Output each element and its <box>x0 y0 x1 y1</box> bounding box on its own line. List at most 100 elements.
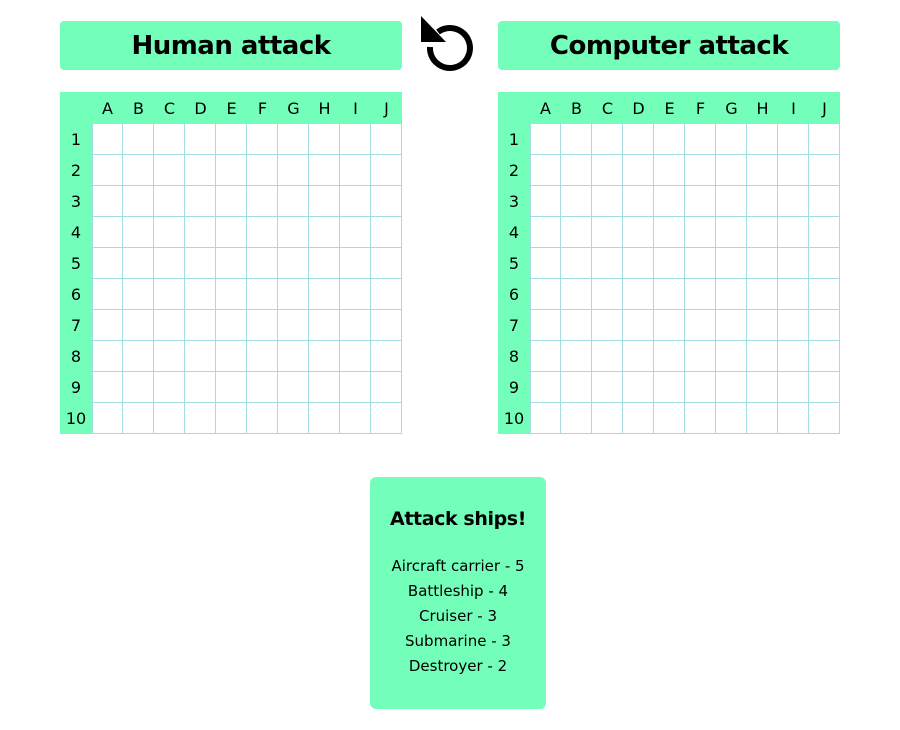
computer-grid-cell[interactable] <box>623 279 654 310</box>
human-grid-cell[interactable] <box>154 279 185 310</box>
human-grid-cell[interactable] <box>185 217 216 248</box>
computer-grid-cell[interactable] <box>716 341 747 372</box>
computer-grid-cell[interactable] <box>809 124 840 155</box>
human-grid-cell[interactable] <box>185 124 216 155</box>
computer-grid-cell[interactable] <box>778 155 809 186</box>
human-grid-cell[interactable] <box>340 124 371 155</box>
human-grid-cell[interactable] <box>123 279 154 310</box>
human-grid-cell[interactable] <box>309 279 340 310</box>
human-grid-cell[interactable] <box>247 279 278 310</box>
human-grid-cell[interactable] <box>340 217 371 248</box>
human-grid-cell[interactable] <box>340 279 371 310</box>
human-grid-cell[interactable] <box>247 217 278 248</box>
human-grid-cell[interactable] <box>278 341 309 372</box>
computer-grid-cell[interactable] <box>530 155 561 186</box>
computer-grid-cell[interactable] <box>530 403 561 434</box>
human-grid-cell[interactable] <box>278 155 309 186</box>
computer-grid-cell[interactable] <box>809 372 840 403</box>
human-grid-cell[interactable] <box>185 248 216 279</box>
human-grid-cell[interactable] <box>278 279 309 310</box>
human-grid-cell[interactable] <box>185 186 216 217</box>
computer-grid-cell[interactable] <box>716 372 747 403</box>
human-grid-cell[interactable] <box>371 217 402 248</box>
human-grid-cell[interactable] <box>123 248 154 279</box>
computer-grid-cell[interactable] <box>623 248 654 279</box>
computer-grid-cell[interactable] <box>654 217 685 248</box>
human-grid-cell[interactable] <box>371 124 402 155</box>
human-grid-cell[interactable] <box>216 217 247 248</box>
computer-grid-cell[interactable] <box>747 372 778 403</box>
computer-grid-cell[interactable] <box>778 341 809 372</box>
human-grid-cell[interactable] <box>123 403 154 434</box>
restart-button[interactable] <box>415 12 485 82</box>
human-grid-cell[interactable] <box>371 248 402 279</box>
human-grid-cell[interactable] <box>92 372 123 403</box>
computer-grid-cell[interactable] <box>747 217 778 248</box>
computer-grid-cell[interactable] <box>530 124 561 155</box>
computer-grid-cell[interactable] <box>716 124 747 155</box>
computer-grid-cell[interactable] <box>809 310 840 341</box>
human-grid-cell[interactable] <box>154 248 185 279</box>
human-grid-cell[interactable] <box>340 310 371 341</box>
human-grid-cell[interactable] <box>247 248 278 279</box>
human-grid-cell[interactable] <box>340 186 371 217</box>
human-grid-cell[interactable] <box>216 279 247 310</box>
computer-grid-cell[interactable] <box>561 341 592 372</box>
human-grid-cell[interactable] <box>216 372 247 403</box>
human-grid-cell[interactable] <box>371 341 402 372</box>
human-grid-cell[interactable] <box>216 186 247 217</box>
computer-grid-cell[interactable] <box>685 124 716 155</box>
computer-grid-cell[interactable] <box>623 341 654 372</box>
computer-grid-cell[interactable] <box>561 124 592 155</box>
computer-grid-cell[interactable] <box>654 155 685 186</box>
computer-grid-cell[interactable] <box>592 310 623 341</box>
computer-grid-cell[interactable] <box>747 186 778 217</box>
computer-grid-cell[interactable] <box>809 341 840 372</box>
human-grid-cell[interactable] <box>278 186 309 217</box>
human-grid-cell[interactable] <box>216 341 247 372</box>
computer-grid-cell[interactable] <box>654 341 685 372</box>
human-grid-cell[interactable] <box>154 155 185 186</box>
human-grid-cell[interactable] <box>340 341 371 372</box>
human-grid-cell[interactable] <box>92 186 123 217</box>
human-grid-cell[interactable] <box>371 186 402 217</box>
human-grid-cell[interactable] <box>309 403 340 434</box>
human-grid-cell[interactable] <box>92 341 123 372</box>
human-grid-cell[interactable] <box>371 310 402 341</box>
computer-grid-cell[interactable] <box>530 372 561 403</box>
computer-grid-cell[interactable] <box>623 217 654 248</box>
computer-grid-cell[interactable] <box>716 248 747 279</box>
computer-grid-cell[interactable] <box>809 155 840 186</box>
human-grid-cell[interactable] <box>123 124 154 155</box>
human-grid-cell[interactable] <box>216 248 247 279</box>
human-grid-cell[interactable] <box>340 155 371 186</box>
human-grid-cell[interactable] <box>340 372 371 403</box>
computer-grid-cell[interactable] <box>592 279 623 310</box>
computer-grid-cell[interactable] <box>685 372 716 403</box>
computer-grid-cell[interactable] <box>685 341 716 372</box>
computer-grid-cell[interactable] <box>685 155 716 186</box>
human-grid-cell[interactable] <box>185 279 216 310</box>
computer-grid-cell[interactable] <box>809 403 840 434</box>
computer-grid-cell[interactable] <box>592 372 623 403</box>
human-grid-cell[interactable] <box>309 372 340 403</box>
computer-grid-cell[interactable] <box>592 341 623 372</box>
human-grid-cell[interactable] <box>247 310 278 341</box>
human-grid-cell[interactable] <box>154 341 185 372</box>
computer-grid-cell[interactable] <box>561 372 592 403</box>
computer-grid-cell[interactable] <box>530 279 561 310</box>
human-grid-cell[interactable] <box>123 310 154 341</box>
human-grid-cell[interactable] <box>278 217 309 248</box>
human-grid-cell[interactable] <box>247 341 278 372</box>
human-grid-cell[interactable] <box>92 155 123 186</box>
computer-grid-cell[interactable] <box>747 155 778 186</box>
computer-grid-cell[interactable] <box>747 248 778 279</box>
human-grid-cell[interactable] <box>185 341 216 372</box>
computer-grid-cell[interactable] <box>654 310 685 341</box>
computer-grid-cell[interactable] <box>747 403 778 434</box>
human-grid-cell[interactable] <box>278 248 309 279</box>
computer-grid-cell[interactable] <box>623 372 654 403</box>
human-grid-cell[interactable] <box>185 310 216 341</box>
computer-grid-cell[interactable] <box>623 124 654 155</box>
computer-grid-cell[interactable] <box>623 186 654 217</box>
